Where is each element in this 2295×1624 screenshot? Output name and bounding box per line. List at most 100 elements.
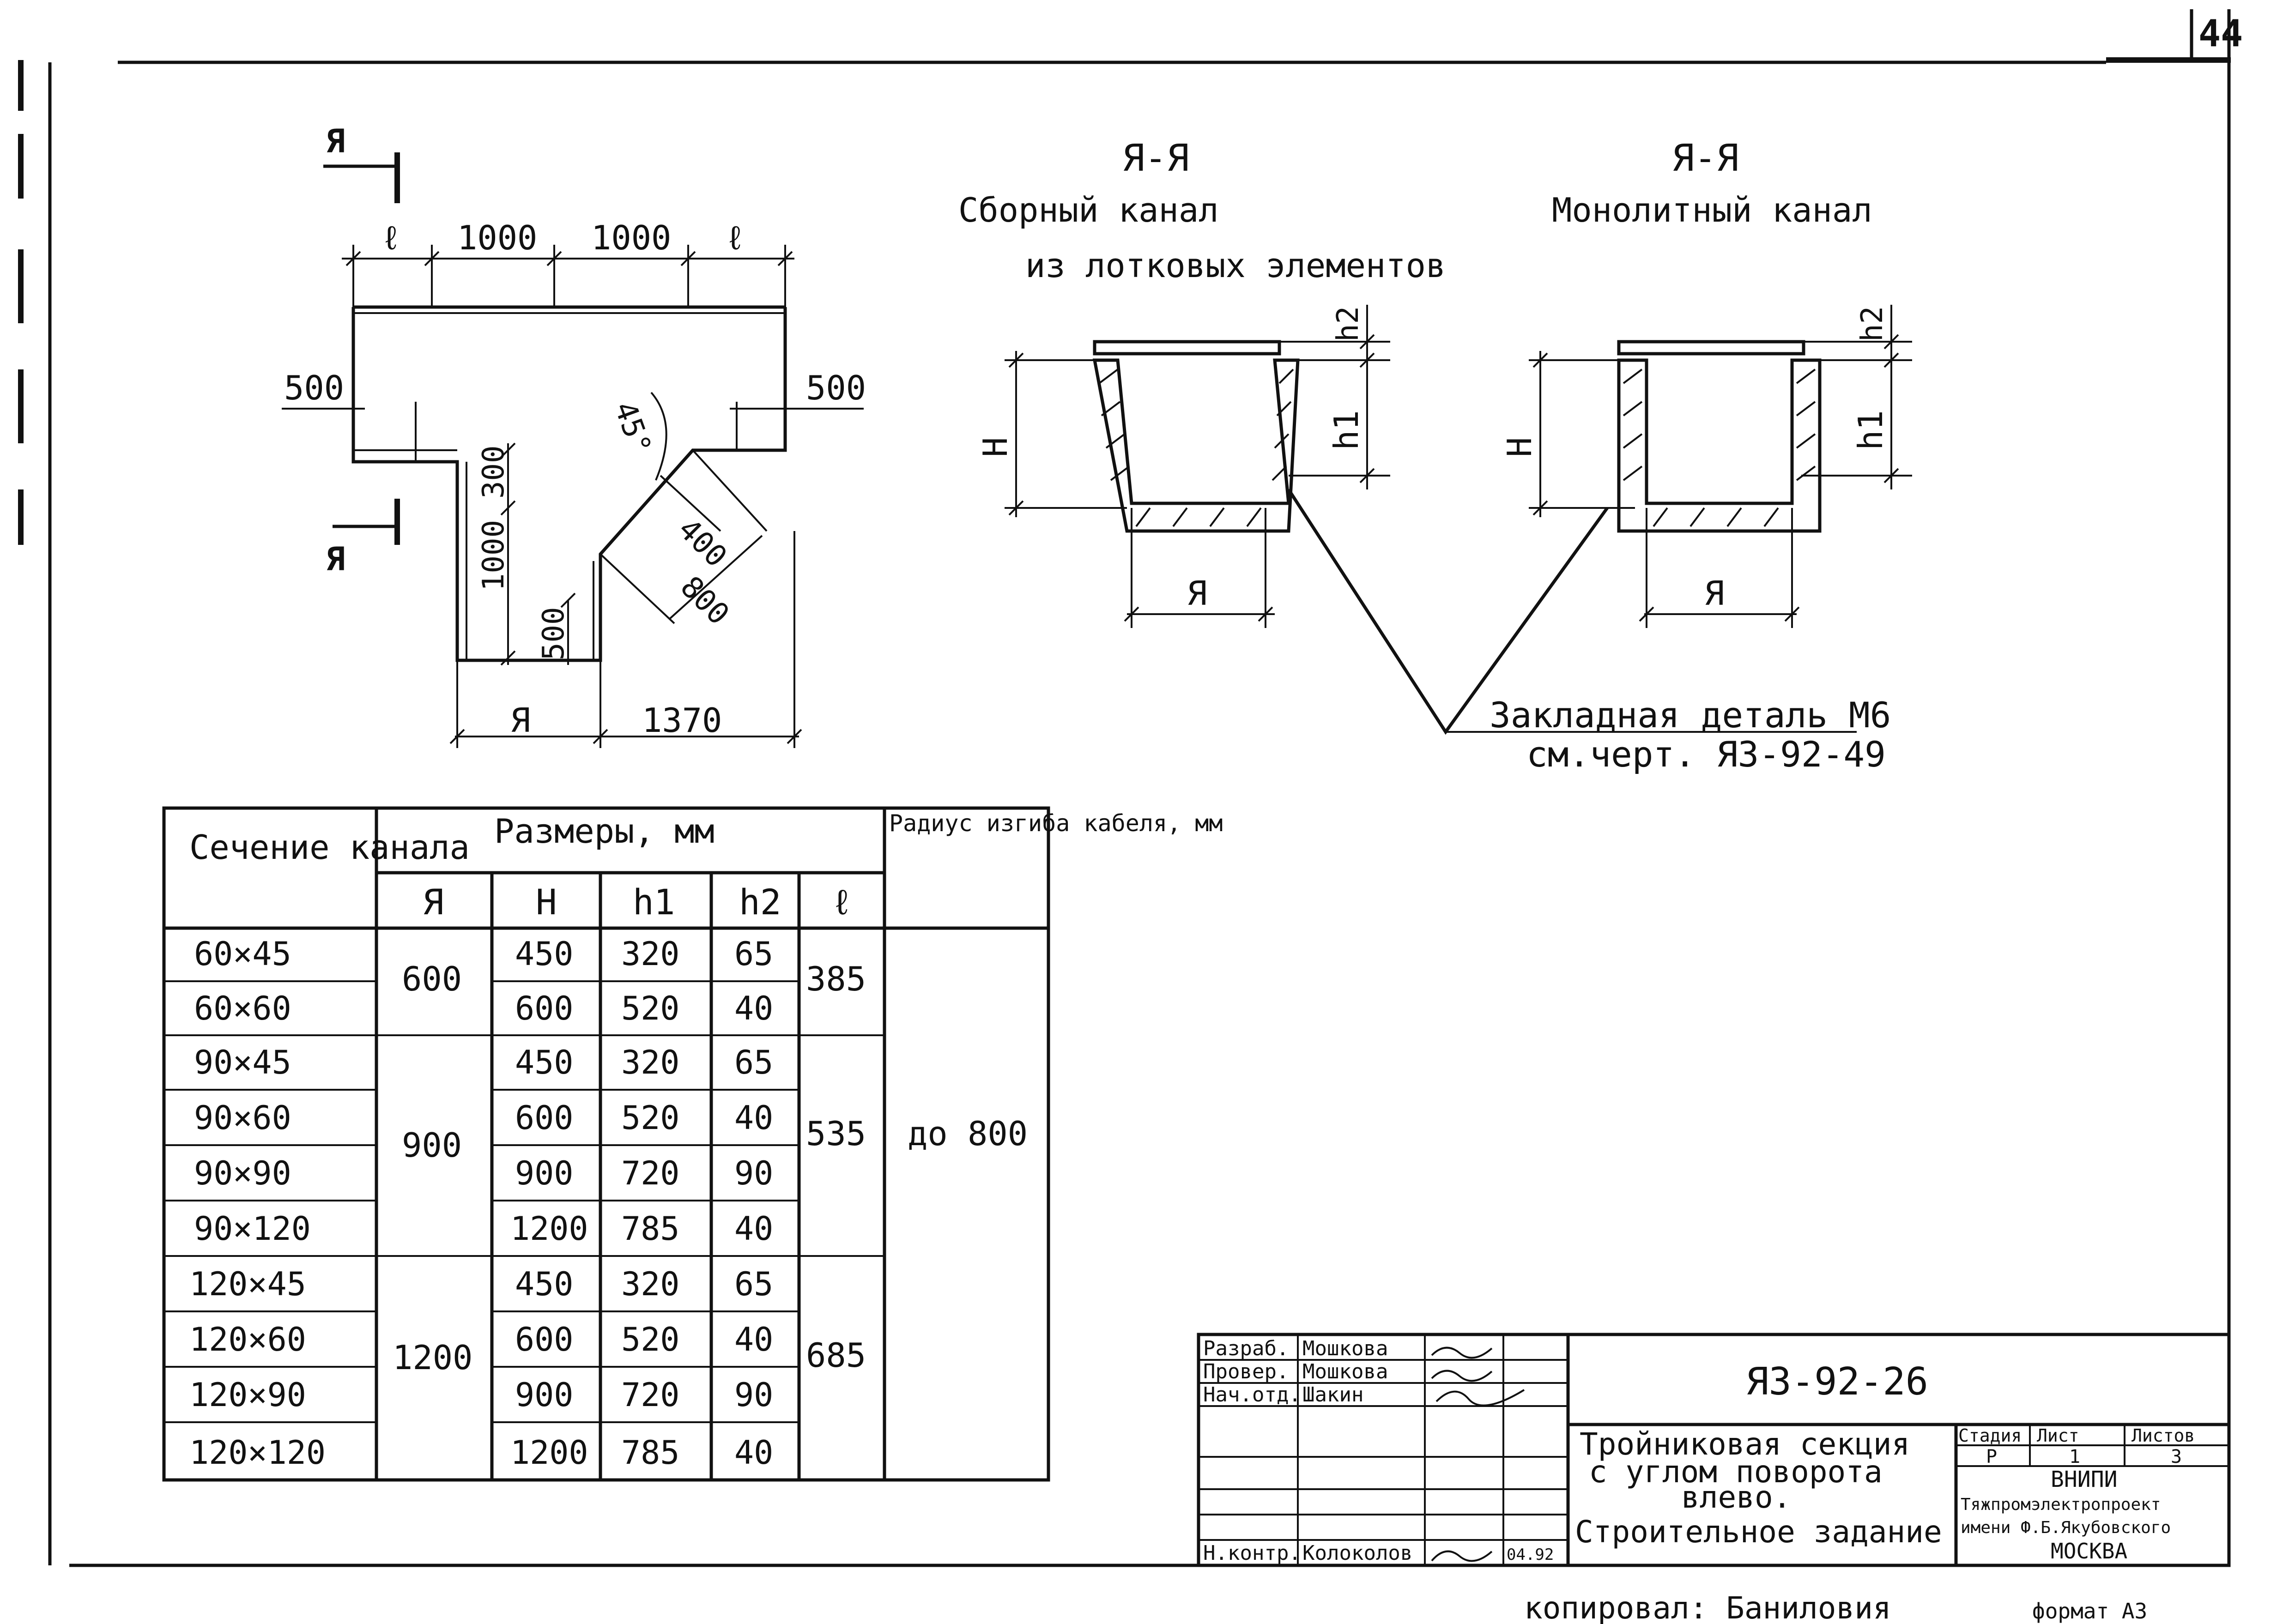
tb-role-2: Провер. bbox=[1203, 1360, 1289, 1383]
row-H: 900 bbox=[515, 1154, 573, 1192]
row-h2: 40 bbox=[734, 990, 773, 1027]
table-row: 120×90 900 720 90 bbox=[189, 1376, 773, 1414]
plan-dim-1000-left: 1000 bbox=[457, 218, 537, 257]
sheet-frame bbox=[18, 9, 2231, 1567]
table-row: 90×90 900 720 90 bbox=[194, 1154, 773, 1192]
row-H: 1200 bbox=[510, 1434, 588, 1472]
tb-head-sheet: Лист bbox=[2037, 1425, 2079, 1446]
row-section: 90×45 bbox=[194, 1044, 291, 1081]
tb-role-4: Н.контр. bbox=[1203, 1541, 1301, 1565]
row-H: 1200 bbox=[510, 1210, 588, 1248]
plan-dim-1000-vertical: 1000 bbox=[477, 520, 511, 591]
plan-dim-300: 300 bbox=[477, 445, 511, 499]
embedded-note-line1: Закладная деталь М6 bbox=[1490, 694, 1891, 736]
group-A-1200: 1200 bbox=[393, 1338, 472, 1377]
row-h1: 785 bbox=[621, 1210, 679, 1248]
row-h2: 90 bbox=[734, 1376, 773, 1414]
section-left-h1: h1 bbox=[1327, 410, 1366, 450]
row-H: 450 bbox=[515, 1044, 573, 1081]
section-left-subtitle-2: из лотковых элементов bbox=[1025, 246, 1446, 285]
embedded-detail-leader bbox=[1287, 489, 1857, 735]
table-header-section-text: Сечение канала bbox=[189, 828, 470, 867]
tb-role-1: Разраб. bbox=[1203, 1337, 1289, 1360]
row-h1: 520 bbox=[621, 1099, 679, 1137]
table-row: 60×45 450 320 65 bbox=[194, 935, 773, 973]
group-l-535: 535 bbox=[806, 1114, 866, 1153]
row-h2: 65 bbox=[734, 1265, 773, 1303]
row-section: 90×120 bbox=[194, 1210, 311, 1248]
section-right-H: Н bbox=[1500, 437, 1539, 457]
group-l-385: 385 bbox=[806, 960, 866, 998]
row-h2: 65 bbox=[734, 1044, 773, 1081]
plan-dim-l-left: ℓ bbox=[381, 218, 401, 257]
sizes-table bbox=[162, 806, 1050, 1482]
section-right-h1: h1 bbox=[1851, 410, 1890, 450]
row-h1: 520 bbox=[621, 990, 679, 1027]
section-left-subtitle-1: Сборный канал bbox=[958, 191, 1219, 229]
tb-stage: Р bbox=[1986, 1446, 1997, 1467]
row-h2: 40 bbox=[734, 1099, 773, 1137]
section-right-title: Я-Я bbox=[1672, 137, 1739, 180]
row-section: 120×120 bbox=[189, 1434, 326, 1472]
tb-date-4: 04.92 bbox=[1507, 1546, 1554, 1564]
row-section: 120×90 bbox=[189, 1376, 306, 1414]
footer-copied-by: копировал: Баниловия bbox=[1524, 1590, 1891, 1624]
table-row: 90×45 450 320 65 bbox=[194, 1044, 773, 1081]
table-header-sizes: Размеры, мм bbox=[494, 812, 715, 851]
section-left-drawing bbox=[1005, 305, 1390, 628]
row-h2: 40 bbox=[734, 1321, 773, 1358]
row-H: 450 bbox=[515, 935, 573, 973]
row-H: 450 bbox=[515, 1265, 573, 1303]
row-h1: 720 bbox=[621, 1154, 679, 1192]
tb-org-3: имени Ф.Б.Якубовского bbox=[1961, 1518, 2171, 1537]
row-h1: 520 bbox=[621, 1321, 679, 1358]
tb-name-4: Колоколов bbox=[1302, 1541, 1412, 1565]
row-section: 90×90 bbox=[194, 1154, 291, 1192]
footer-format: формат А3 bbox=[2032, 1599, 2147, 1624]
row-section: 60×45 bbox=[194, 935, 291, 973]
section-mark-bottom: Я bbox=[326, 540, 345, 578]
plan-dim-500-left: 500 bbox=[284, 368, 344, 407]
row-h1: 320 bbox=[621, 935, 679, 973]
row-h1: 320 bbox=[621, 1265, 679, 1303]
table-row: 90×60 600 520 40 bbox=[194, 1099, 773, 1137]
row-section: 60×60 bbox=[194, 990, 291, 1027]
table-col-A: Я bbox=[423, 881, 444, 923]
tb-name-3: Шакин bbox=[1302, 1383, 1363, 1407]
plan-dim-1370: 1370 bbox=[642, 701, 722, 740]
tb-head-stage: Стадия bbox=[1958, 1425, 2022, 1446]
plan-dim-l-right: ℓ bbox=[725, 218, 745, 257]
tb-sheet: 1 bbox=[2069, 1446, 2080, 1467]
table-col-h1: h1 bbox=[633, 881, 675, 923]
plan-dim-800: 800 bbox=[674, 570, 736, 632]
group-A-600: 600 bbox=[402, 960, 462, 998]
section-left-h2: h2 bbox=[1331, 306, 1365, 342]
section-right-subtitle: Монолитный канал bbox=[1552, 191, 1872, 229]
table-col-l: ℓ bbox=[831, 881, 853, 923]
tb-name-2: Мошкова bbox=[1302, 1360, 1388, 1383]
tb-head-sheets: Листов bbox=[2132, 1425, 2195, 1446]
tb-title-2: с углом поворота bbox=[1589, 1454, 1883, 1490]
row-H: 600 bbox=[515, 1099, 573, 1137]
tb-org-2: Тяжпромэлектропроект bbox=[1961, 1495, 2161, 1514]
section-left-H: Н bbox=[976, 437, 1015, 457]
row-H: 600 bbox=[515, 1321, 573, 1358]
row-h2: 90 bbox=[734, 1154, 773, 1192]
plan-dim-400: 400 bbox=[672, 512, 733, 574]
table-header-section: Сечение канала bbox=[189, 828, 470, 867]
tb-org-4: МОСКВА bbox=[2051, 1539, 2127, 1564]
tb-org-1: ВНИПИ bbox=[2051, 1467, 2118, 1492]
tb-title-4: Строительное задание bbox=[1575, 1514, 1942, 1550]
plan-dim-1000-right: 1000 bbox=[591, 218, 671, 257]
row-h2: 40 bbox=[734, 1434, 773, 1472]
group-A-900: 900 bbox=[402, 1126, 462, 1165]
tb-title-3: влево. bbox=[1681, 1479, 1791, 1515]
table-col-h2: h2 bbox=[739, 881, 781, 923]
table-row: 120×45 450 320 65 bbox=[189, 1265, 773, 1303]
row-h1: 320 bbox=[621, 1044, 679, 1081]
plan-dim-500-right: 500 bbox=[806, 368, 866, 407]
plan-dim-A: Я bbox=[510, 701, 530, 740]
plan-dim-500-vertical: 500 bbox=[537, 607, 571, 660]
row-H: 900 bbox=[515, 1376, 573, 1414]
section-right-h2: h2 bbox=[1855, 306, 1889, 342]
